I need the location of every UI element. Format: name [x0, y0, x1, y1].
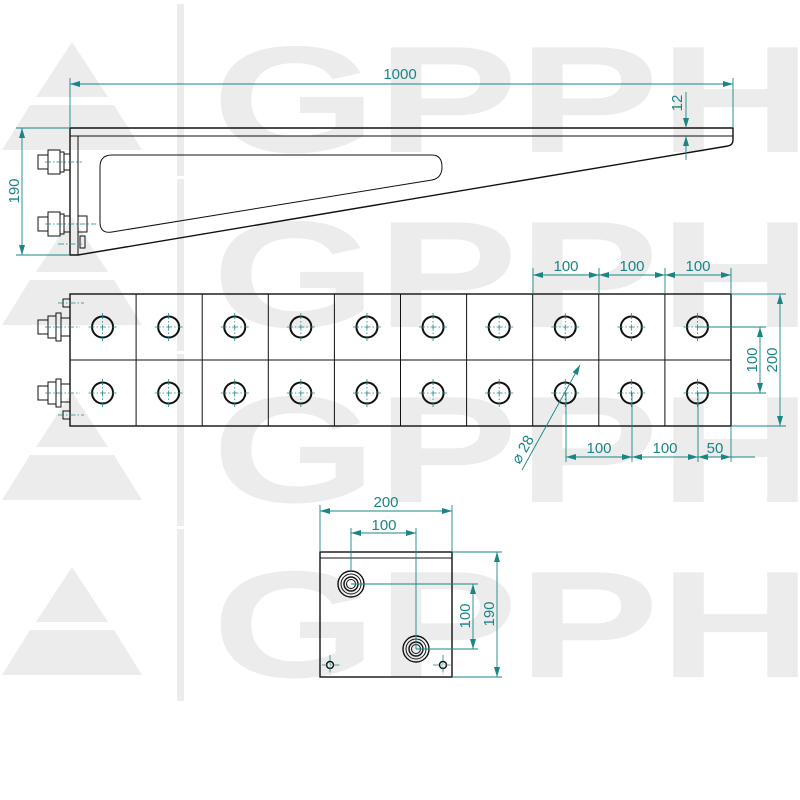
dim-pitch-bottom-2: 100 — [652, 440, 677, 457]
watermark-logo-icon — [36, 567, 108, 622]
dim-pitch-top-2: 100 — [619, 258, 644, 275]
dim-length-label: 1000 — [383, 66, 416, 83]
front-dim-bolt-y-label: 100 — [457, 603, 474, 628]
dim-height-label: 190 — [6, 178, 23, 203]
bolt-upper — [37, 149, 82, 175]
lightening-slot — [99, 154, 443, 233]
front-dim-width-label: 200 — [373, 494, 398, 511]
dim-pitch-top-1: 100 — [553, 258, 578, 275]
front-dim-bolt-x-label: 100 — [371, 517, 396, 534]
bolt-lower — [37, 211, 96, 249]
watermark-text: GPPH — [212, 540, 800, 710]
dim-edge-label: 50 — [707, 440, 724, 457]
watermark-text: GPPH — [212, 15, 800, 185]
plan-bolts-left — [37, 298, 84, 420]
dim-pitch-bottom-1: 100 — [586, 440, 611, 457]
side-view: 1000 190 12 — [6, 66, 734, 256]
dim-thickness-label: 12 — [669, 95, 686, 112]
dim-width-label: 200 — [764, 347, 781, 372]
front-dim-height-label: 190 — [481, 601, 498, 626]
front-outline — [319, 551, 453, 678]
dim-pitch-top-3: 100 — [685, 258, 710, 275]
dim-row-spacing-label: 100 — [744, 347, 761, 372]
front-view: 200 100 100 190 — [319, 494, 502, 678]
watermark-logo-icon — [36, 392, 108, 447]
plan-view: 100 100 100 100 200 100 100 50 ⌀ 28 — [37, 258, 786, 471]
top-plate-outline — [69, 127, 734, 256]
watermark-logo-icon — [36, 217, 108, 272]
plan-grid — [88, 294, 712, 426]
diameter-leader — [521, 364, 581, 471]
